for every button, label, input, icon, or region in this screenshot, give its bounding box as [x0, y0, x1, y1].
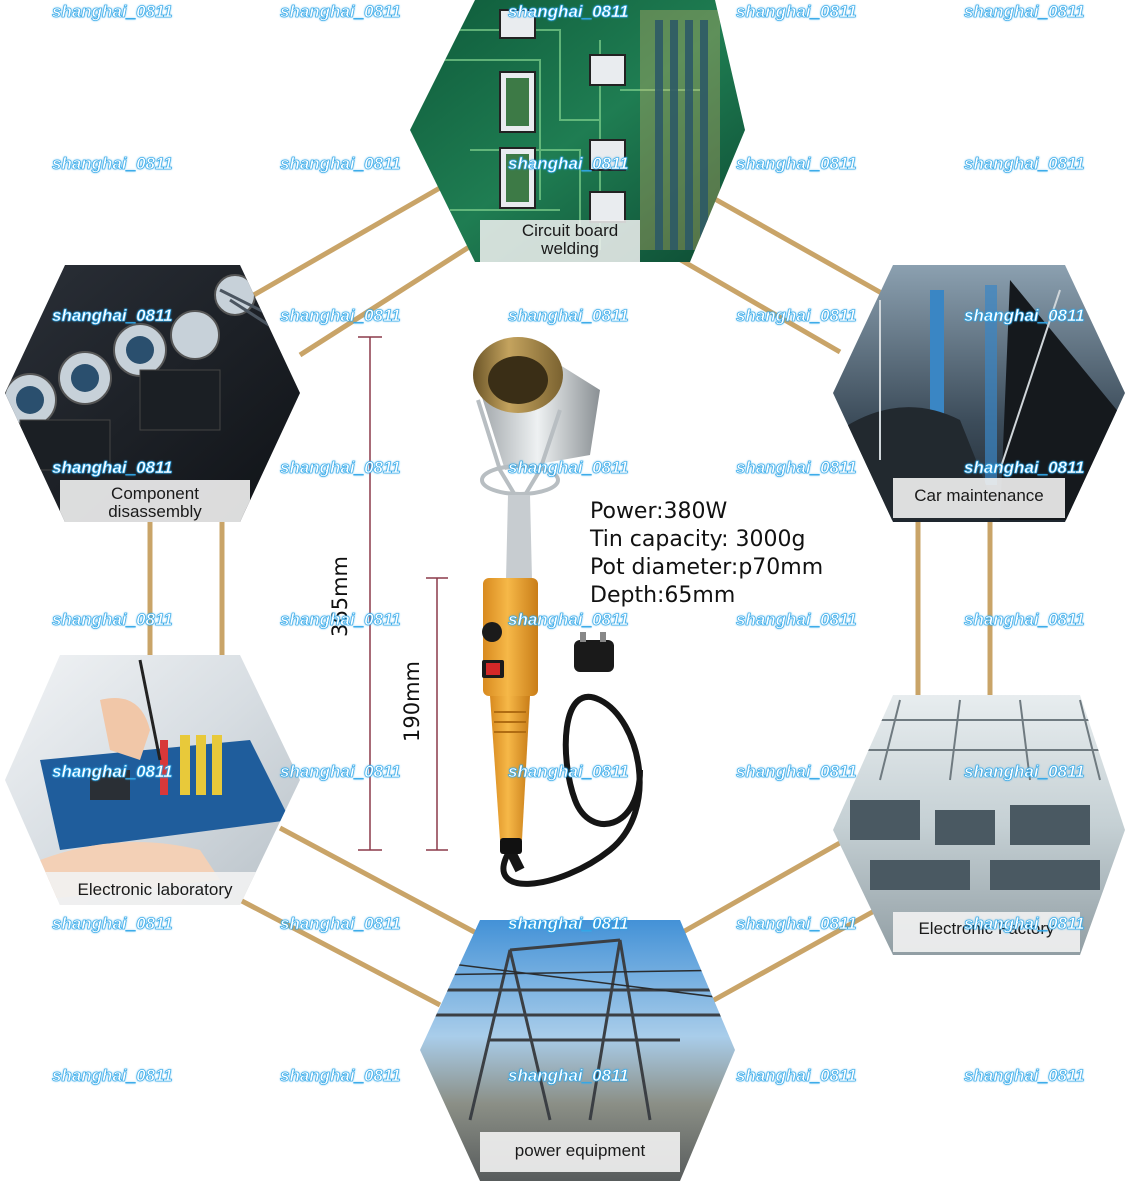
dimension-lines: [358, 336, 448, 851]
spec-power: Power:380W: [590, 499, 728, 524]
scene-circuit-board: [410, 0, 745, 262]
scene-components: [5, 265, 300, 522]
spec-pot-diameter: Pot diameter:p70mm: [590, 555, 824, 580]
connector-lines: [147, 182, 993, 1008]
power-knob-icon: [482, 622, 502, 642]
power-plug-icon: [574, 632, 614, 672]
scene-power-equipment: [420, 920, 735, 1181]
spec-tin-capacity: Tin capacity: 3000g: [590, 527, 806, 552]
solder-pot-icon: [473, 337, 643, 887]
scene-electronic-factory: [833, 695, 1125, 955]
dimension-total-length: 365mm: [328, 556, 352, 637]
spec-list: Power:380W Tin capacity: 3000g Pot diame…: [590, 498, 823, 610]
scene-electronic-lab: [5, 655, 300, 905]
dimension-handle-length: 190mm: [400, 661, 424, 742]
spec-depth: Depth:65mm: [590, 583, 736, 608]
power-switch-icon: [482, 660, 504, 678]
scene-car-maintenance: [833, 265, 1125, 522]
